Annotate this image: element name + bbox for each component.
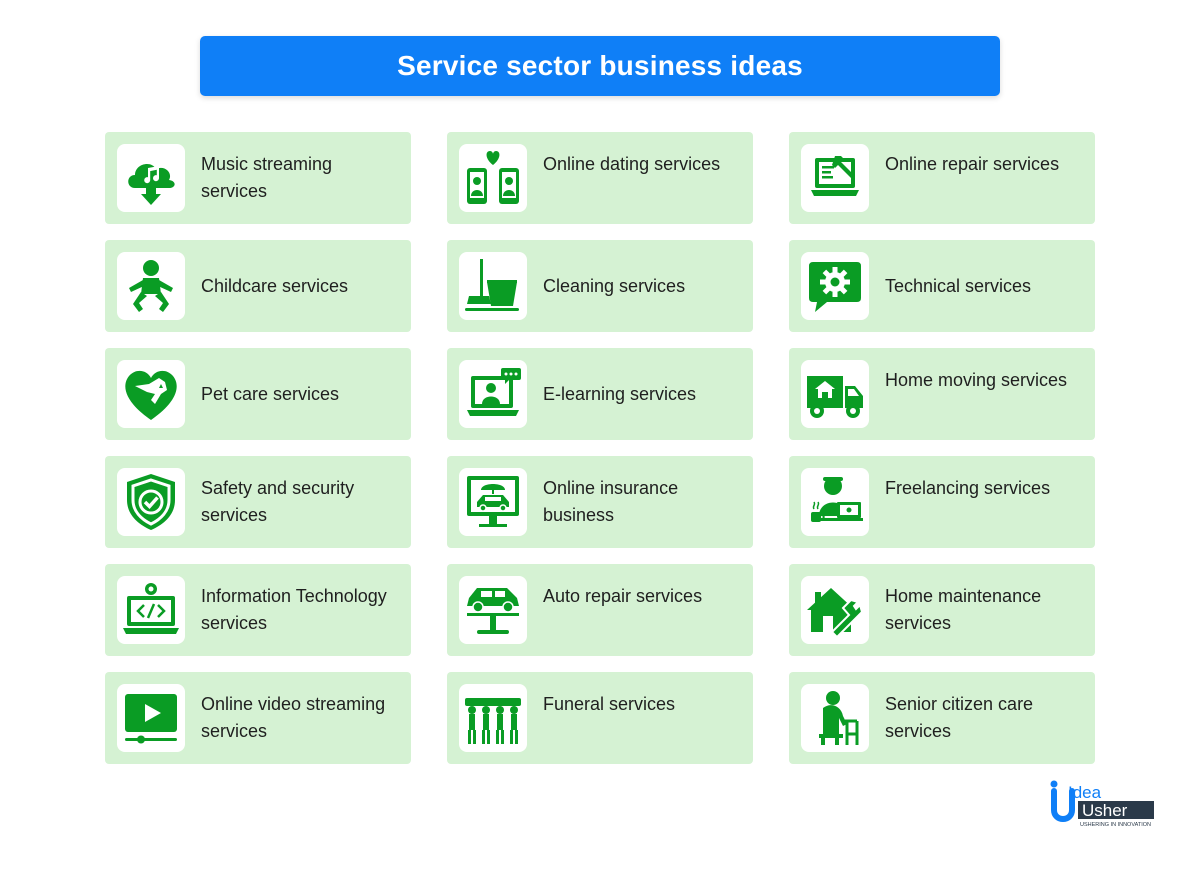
logo-text-usher: Usher xyxy=(1082,801,1128,820)
card-label: Technical services xyxy=(885,275,1032,296)
card-label: Online dating services xyxy=(543,154,721,174)
heart-pet-icon xyxy=(117,360,185,428)
service-card: Home maintenance services xyxy=(789,564,1095,656)
service-card: Freelancing services xyxy=(789,456,1095,548)
laptop-code-gear-icon xyxy=(117,576,185,644)
service-card: Auto repair services xyxy=(447,564,753,656)
card-label: Childcare services xyxy=(201,275,349,296)
car-lift-icon xyxy=(459,576,527,644)
card-label: Cleaning services xyxy=(543,275,686,296)
service-card: Online video streaming services xyxy=(105,672,411,764)
laptop-wrench-icon xyxy=(801,144,869,212)
card-label: Online insurance business xyxy=(543,478,679,525)
phone-heart-icon xyxy=(459,144,527,212)
house-wrench-icon xyxy=(801,576,869,644)
cloud-music-icon xyxy=(117,144,185,212)
service-card: Online repair services xyxy=(789,132,1095,224)
service-card: Music streaming services xyxy=(105,132,411,224)
card-label: Online video streaming services xyxy=(201,694,386,741)
card-label: Auto repair services xyxy=(543,586,703,606)
gear-chat-icon xyxy=(801,252,869,320)
service-card: Home moving services xyxy=(789,348,1095,440)
service-card: Childcare services xyxy=(105,240,411,332)
elderly-walker-icon xyxy=(801,684,869,752)
service-card: Online dating services xyxy=(447,132,753,224)
idea-usher-logo: Idea Usher USHERING IN INNOVATION xyxy=(1050,780,1154,828)
service-card: Technical services xyxy=(789,240,1095,332)
shield-check-icon xyxy=(117,468,185,536)
moving-truck-icon xyxy=(801,360,869,428)
service-grid: Music streaming services Online dating s… xyxy=(105,132,1095,764)
card-label: Information Technology services xyxy=(201,586,387,633)
card-label: Home moving services xyxy=(885,370,1068,390)
card-label: Freelancing services xyxy=(885,478,1051,498)
card-label: Funeral services xyxy=(543,694,676,714)
logo-tagline: USHERING IN INNOVATION xyxy=(1080,822,1151,828)
card-label: Online repair services xyxy=(885,154,1060,174)
logo-text-idea: Idea xyxy=(1068,783,1102,802)
service-card: Cleaning services xyxy=(447,240,753,332)
card-label: Pet care services xyxy=(201,383,340,404)
service-card: Online insurance business xyxy=(447,456,753,548)
child-icon xyxy=(117,252,185,320)
service-card: Funeral services xyxy=(447,672,753,764)
monitor-car-umbrella-icon xyxy=(459,468,527,536)
card-label: Senior citizen care services xyxy=(885,694,1034,741)
card-label: E-learning services xyxy=(543,383,697,404)
mop-bucket-icon xyxy=(459,252,527,320)
freelancer-icon xyxy=(801,468,869,536)
card-label: Safety and security services xyxy=(201,478,355,525)
video-play-icon xyxy=(117,684,185,752)
card-label: Music streaming services xyxy=(201,154,333,201)
laptop-person-icon xyxy=(459,360,527,428)
service-card: Senior citizen care services xyxy=(789,672,1095,764)
service-card: Information Technology services xyxy=(105,564,411,656)
card-label: Home maintenance services xyxy=(885,586,1042,633)
service-card: Pet care services xyxy=(105,348,411,440)
service-card: Safety and security services xyxy=(105,456,411,548)
pallbearers-icon xyxy=(459,684,527,752)
page-title: Service sector business ideas xyxy=(200,36,1000,96)
service-card: E-learning services xyxy=(447,348,753,440)
